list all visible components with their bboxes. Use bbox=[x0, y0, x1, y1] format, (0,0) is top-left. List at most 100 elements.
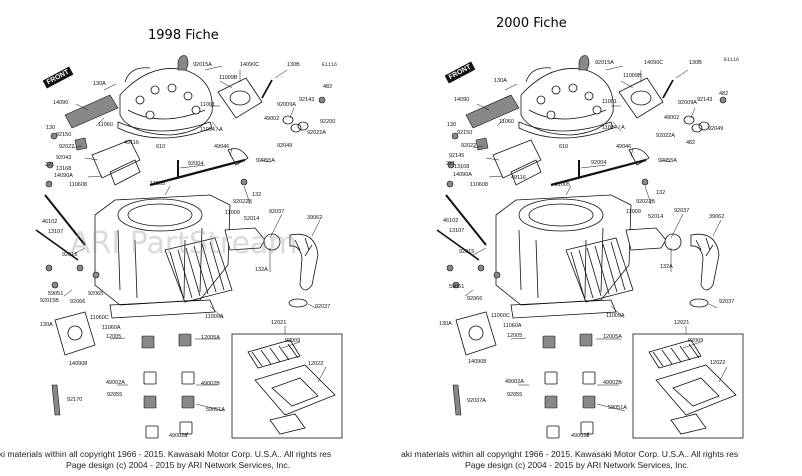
part-label-92170: 92170 bbox=[67, 397, 82, 403]
part-label-490028: 490028 bbox=[571, 433, 589, 439]
part-label-12005a: 12005A bbox=[201, 335, 220, 341]
part-label-92022b: 92022B bbox=[636, 199, 655, 205]
part-label-11004: 11004 / A bbox=[200, 127, 223, 133]
part-label-12022: 12022 bbox=[710, 360, 725, 366]
part-label-92143: 92143 bbox=[697, 97, 712, 103]
part-label-92022: 92022 bbox=[461, 143, 476, 149]
part-label-92015b: 92015B bbox=[40, 298, 59, 304]
part-label-13168: 13168 bbox=[454, 164, 469, 170]
part-label-11060: 11060 bbox=[499, 119, 514, 125]
part-label-221: 221 bbox=[45, 162, 54, 168]
part-label-132a: 132A bbox=[255, 267, 268, 273]
part-label-92143: 92143 bbox=[299, 97, 314, 103]
copyright-line: aki materials within all copyright 1966 … bbox=[401, 449, 739, 459]
part-label-92009a: 92009A bbox=[678, 100, 697, 106]
part-label-11001: 11001 bbox=[602, 99, 617, 105]
watermark: ARI PartStream bbox=[70, 226, 298, 261]
part-label-221: 221 bbox=[446, 161, 455, 167]
part-label-92037a: 92037A bbox=[467, 398, 486, 404]
part-label-52014: 52014 bbox=[244, 216, 259, 222]
part-label-92055a: 92055A bbox=[256, 158, 275, 164]
engine-assembly-drawing bbox=[436, 55, 744, 439]
part-label-610: 610 bbox=[156, 144, 165, 150]
part-label-92066: 92066 bbox=[70, 299, 85, 305]
part-label-49116: 49116 bbox=[124, 140, 139, 146]
part-label-92037: 92037 bbox=[269, 209, 284, 215]
part-label-92037-b: 92037 bbox=[719, 299, 734, 305]
part-label-92055a: 92055A bbox=[658, 158, 677, 164]
part-label-12005: 12005 bbox=[106, 334, 121, 340]
part-label-92037-b: 92037 bbox=[315, 304, 330, 310]
part-label-49002a: 49002A bbox=[106, 380, 125, 386]
part-label-12022: 12022 bbox=[308, 361, 323, 367]
part-label-49002: 49002 bbox=[264, 116, 279, 122]
part-label-14090: 14090 bbox=[53, 100, 68, 106]
fiche-title: 1998 Fiche bbox=[148, 28, 219, 43]
part-number-labels: 130A140901106013092150920229214513168221… bbox=[439, 60, 734, 439]
part-label-130a-b: 130A bbox=[439, 321, 452, 327]
part-label-110608: 110608 bbox=[470, 182, 488, 188]
part-label-92049: 92049 bbox=[708, 126, 723, 132]
part-label-132a: 132A bbox=[660, 264, 673, 270]
part-label-14090a: 14090A bbox=[54, 173, 73, 179]
part-label-610: 610 bbox=[559, 144, 568, 150]
part-label-92055: 92055 bbox=[107, 392, 122, 398]
part-label-11001: 11001 bbox=[200, 102, 215, 108]
part-label-92004: 92004 bbox=[188, 161, 203, 167]
part-label-92037: 92037 bbox=[674, 208, 689, 214]
part-label-59051a: 59051A bbox=[206, 407, 225, 413]
part-label-11009b: 11009B bbox=[219, 75, 238, 81]
part-label-14090: 14090 bbox=[454, 97, 469, 103]
part-label-46102: 46102 bbox=[443, 218, 458, 224]
part-label-92200: 92200 bbox=[320, 119, 335, 125]
part-label-49002: 49002 bbox=[664, 115, 679, 121]
page-design-credit: Page design (c) 2004 - 2015 by ARI Netwo… bbox=[465, 460, 690, 470]
part-number-labels: 130A140901106013092150920229204313168221… bbox=[40, 62, 335, 439]
part-label-130a-b: 130A bbox=[40, 322, 53, 328]
part-label-46102: 46102 bbox=[42, 219, 57, 225]
part-label-92009a: 92009A bbox=[277, 102, 296, 108]
part-label-11004: 11004 / A bbox=[602, 125, 625, 131]
part-label-11060: 11060 bbox=[98, 122, 113, 128]
part-label-12005: 12005 bbox=[507, 333, 522, 339]
part-label-92145: 92145 bbox=[449, 153, 464, 159]
part-label-12021: 12021 bbox=[271, 320, 286, 326]
part-label-39062: 39062 bbox=[709, 214, 724, 220]
part-label-14090c: 14090C bbox=[240, 62, 259, 68]
part-label-92015a: 92015A bbox=[595, 60, 614, 66]
part-label-92049: 92049 bbox=[277, 143, 292, 149]
part-label-11005: 11005 bbox=[555, 182, 570, 188]
part-label-92022b: 92022B bbox=[233, 199, 252, 205]
part-label-130a: 130A bbox=[93, 81, 106, 87]
part-label-11060c: 11060C bbox=[90, 315, 109, 321]
part-label-59051: 59051 bbox=[449, 284, 464, 290]
part-label-92009: 92009 bbox=[688, 338, 703, 344]
part-label-490028: 490028 bbox=[169, 433, 187, 439]
page-design-credit: Page design (c) 2004 - 2015 by ARI Netwo… bbox=[66, 460, 291, 470]
fiche-title: 2000 Fiche bbox=[496, 16, 567, 31]
part-label-92150: 92150 bbox=[56, 132, 71, 138]
exploded-parts-diagram: 130A140901106013092150920229214513168221… bbox=[436, 55, 744, 439]
part-label-12021: 12021 bbox=[674, 320, 689, 326]
part-label-92055: 92055 bbox=[507, 392, 522, 398]
part-label-11005: 11005 bbox=[150, 181, 165, 187]
part-label-39062: 39062 bbox=[307, 215, 322, 221]
part-label-11060a: 11060A bbox=[503, 323, 522, 329]
part-label-92022a: 92022A bbox=[656, 133, 675, 139]
part-label-11009: 11009 bbox=[626, 209, 641, 215]
part-label-13168: 13168 bbox=[56, 166, 71, 172]
part-label-92043: 92043 bbox=[56, 155, 71, 161]
part-label-140908: 140908 bbox=[468, 359, 486, 365]
part-label-49046: 49046 bbox=[214, 144, 229, 150]
part-label-14090a: 14090A bbox=[453, 172, 472, 178]
part-label-49002b: 49002B bbox=[201, 381, 220, 387]
part-label-130: 130 bbox=[447, 122, 456, 128]
part-label-110608: 110608 bbox=[69, 182, 87, 188]
part-label-482: 482 bbox=[719, 91, 728, 97]
part-label-14090c: 14090C bbox=[644, 60, 663, 66]
part-label-13107: 13107 bbox=[449, 228, 464, 234]
part-label-11009a: 11009A bbox=[606, 313, 625, 319]
part-label-92022a: 92022A bbox=[307, 130, 326, 136]
part-label-12005a: 12005A bbox=[603, 334, 622, 340]
